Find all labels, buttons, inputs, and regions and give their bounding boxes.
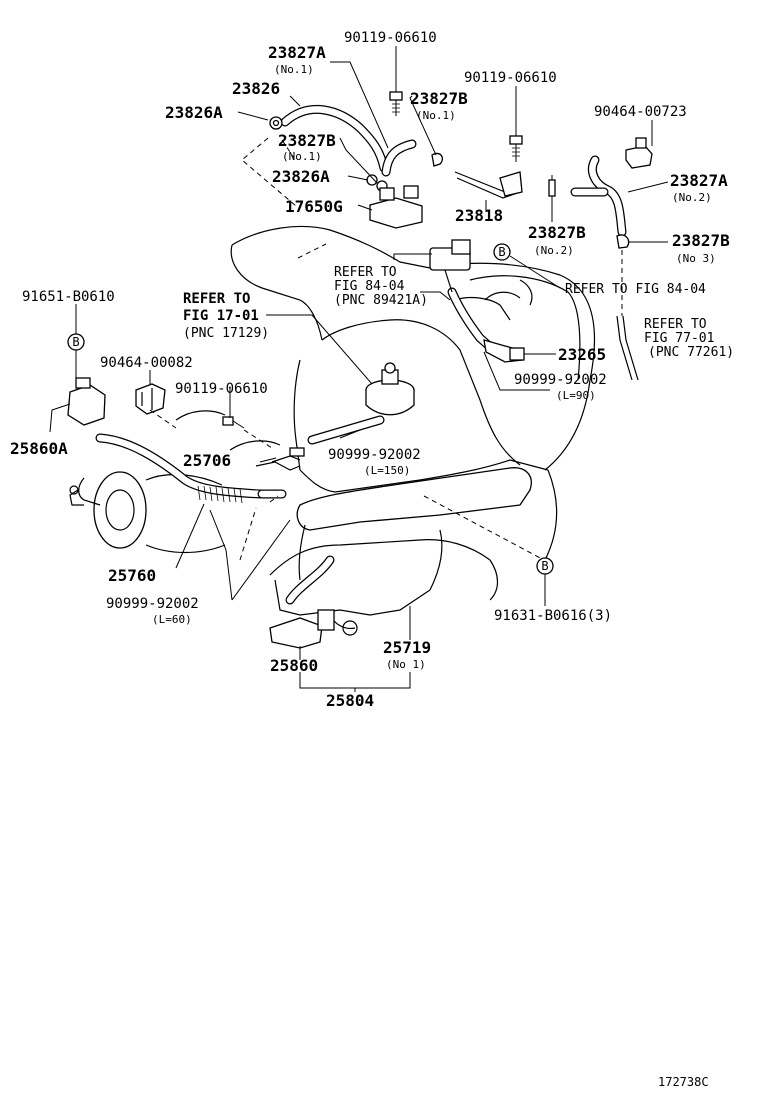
label-23827b-no2-sub: (No.2) xyxy=(534,244,574,257)
vsv-17650g xyxy=(369,185,423,229)
label-25719: 25719 xyxy=(383,638,431,657)
label-25719-sub: (No 1) xyxy=(386,658,426,671)
label-23827b-no1-left-sub: (No.1) xyxy=(282,150,322,163)
hose-25719 xyxy=(285,555,335,605)
label-refer-84-04-right: REFER TO FIG 84-04 xyxy=(565,282,706,297)
bolt-90119-left xyxy=(222,416,245,429)
label-90119-06610-mid: 90119-06610 xyxy=(464,70,557,86)
label-refer-77-01-c: (PNC 77261) xyxy=(648,345,734,360)
vsv-25860a xyxy=(67,377,106,426)
bolt-90119-top xyxy=(389,91,403,116)
label-90999-92002-l90-sub: (L=90) xyxy=(556,389,596,402)
sensor-refer-84-04 xyxy=(429,239,471,293)
label-23827b-no1-right-sub: (No.1) xyxy=(416,109,456,122)
clip-90464-00723 xyxy=(625,137,653,169)
clamp-23826a-top xyxy=(269,116,283,130)
label-17650g: 17650G xyxy=(285,197,343,216)
diagram-id: 172738C xyxy=(658,1075,709,1089)
clamp-90464-00082 xyxy=(135,383,166,415)
label-refer-17-01-b: FIG 17-01 xyxy=(183,308,259,324)
pipe-23818 xyxy=(454,171,523,199)
label-91631-b0616: 91631-B0616(3) xyxy=(494,608,612,624)
pipe-refer-77-01 xyxy=(616,315,639,381)
label-23827b-no3-sub: (No 3) xyxy=(676,252,716,265)
label-23827a-no2: 23827A xyxy=(670,171,728,190)
bolt-90119-mid xyxy=(509,135,523,162)
label-90119-06610-top: 90119-06610 xyxy=(344,30,437,46)
marker-b-center: B xyxy=(493,243,511,261)
clip-23827b-no3 xyxy=(616,234,630,249)
label-23826a-top: 23826A xyxy=(165,103,223,122)
label-25706: 25706 xyxy=(183,451,231,470)
label-refer-17-01-a: REFER TO xyxy=(183,291,250,307)
hose-25760 xyxy=(95,433,287,504)
marker-b-left: B xyxy=(67,333,85,351)
label-23827b-no2: 23827B xyxy=(528,223,586,242)
label-25860: 25860 xyxy=(270,656,318,675)
leaders xyxy=(49,46,669,692)
label-90999-92002-l60: 90999-92002 xyxy=(106,596,199,612)
hose-23826 xyxy=(280,104,389,173)
label-23827b-no3: 23827B xyxy=(672,231,730,250)
hose-90999-150 xyxy=(307,415,385,445)
label-90119-06610-left: 90119-06610 xyxy=(175,381,268,397)
label-refer-17-01-c: (PNC 17129) xyxy=(183,326,269,341)
label-refer-84-04-c: (PNC 89421A) xyxy=(334,293,428,308)
label-refer-84-04-b: FIG 84-04 xyxy=(334,279,405,294)
label-25860a: 25860A xyxy=(10,439,68,458)
hose-23827a-no1 xyxy=(381,139,417,177)
clip-23827b-no1 xyxy=(431,152,444,167)
label-23826: 23826 xyxy=(232,79,280,98)
label-90464-00723: 90464-00723 xyxy=(594,104,687,120)
label-91651-b0610: 91651-B0610 xyxy=(22,289,115,305)
svg-text:B: B xyxy=(72,335,79,349)
hose-90999-90 xyxy=(447,287,493,350)
intake-manifold xyxy=(296,467,532,581)
part-labels: 90119-06610 23827A (No.1) 23826 23826A 9… xyxy=(10,30,734,1089)
label-23827b-no1-left: 23827B xyxy=(278,131,336,150)
throttle-housing xyxy=(69,471,226,554)
label-23827a-no2-sub: (No.2) xyxy=(672,191,712,204)
pipe-25706 xyxy=(255,447,305,471)
vsv-25860 xyxy=(269,609,335,649)
label-refer-84-04-a: REFER TO xyxy=(334,265,397,280)
label-90999-92002-l60-sub: (L=60) xyxy=(152,613,192,626)
label-25760: 25760 xyxy=(108,566,156,585)
marker-b-right: B xyxy=(536,557,554,575)
vacuum-actuator xyxy=(365,362,415,416)
label-23265: 23265 xyxy=(558,345,606,364)
svg-text:B: B xyxy=(541,559,548,573)
label-90999-92002-l150: 90999-92002 xyxy=(328,447,421,463)
label-23827a-no1: 23827A xyxy=(268,43,326,62)
connector-23827b-no2 xyxy=(548,175,556,197)
label-90999-92002-l90: 90999-92002 xyxy=(514,372,607,388)
label-23818: 23818 xyxy=(455,206,503,225)
label-90464-00082: 90464-00082 xyxy=(100,355,193,371)
label-90999-92002-l150-sub: (L=150) xyxy=(364,464,410,477)
svg-text:B: B xyxy=(498,245,505,259)
hose-23827a-no2 xyxy=(570,155,627,237)
label-refer-77-01-b: FIG 77-01 xyxy=(644,331,714,346)
sensor-23265 xyxy=(483,339,525,363)
label-23827b-no1-right: 23827B xyxy=(410,89,468,108)
label-23826a-mid: 23826A xyxy=(272,167,330,186)
label-refer-77-01-a: REFER TO xyxy=(644,317,707,332)
label-25804: 25804 xyxy=(326,691,374,710)
label-23827a-no1-sub: (No.1) xyxy=(274,63,314,76)
